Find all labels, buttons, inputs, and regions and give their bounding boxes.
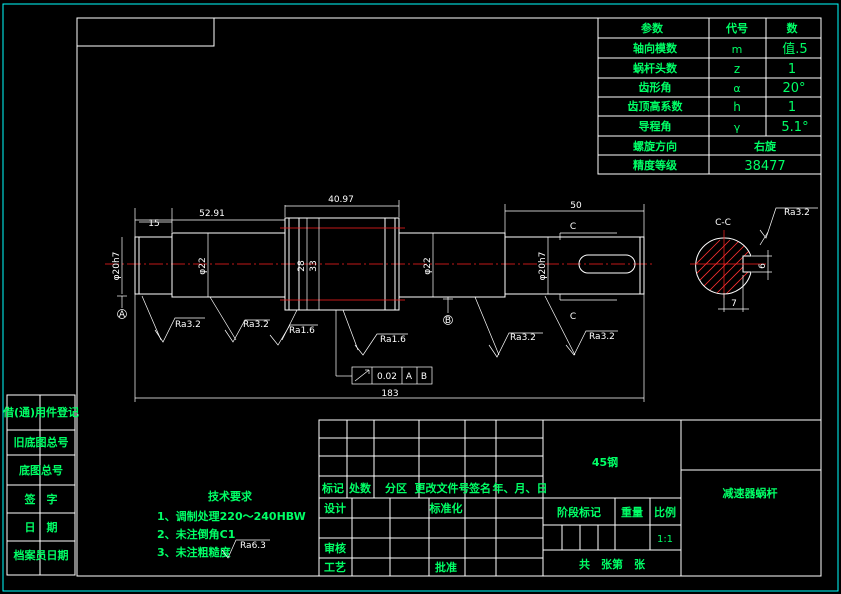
title-part-name: 减速器蜗杆 (723, 486, 778, 500)
param-header-value: 数 (787, 21, 799, 35)
param-row-2-name: 蜗杆头数 (633, 61, 678, 75)
section-label: C-C (715, 218, 731, 228)
section-dim-key-width: 7 (731, 299, 737, 309)
param-direction-label: 螺旋方向 (633, 139, 677, 153)
param-row-2-symbol: z (734, 62, 740, 76)
title-approve: 批准 (435, 560, 457, 574)
param-row-4-symbol: h (733, 100, 741, 114)
tech-roughness: Ra6.3 (240, 541, 266, 551)
datum-a-marker (117, 295, 127, 319)
datum-b-label: B (445, 316, 451, 326)
roughness-r4: Ra1.6 (380, 335, 406, 345)
tech-item-3: 3、未注粗糙度 (157, 545, 232, 559)
dim-50: 50 (570, 201, 582, 211)
title-row-sign: 签名 (468, 481, 491, 495)
section-dims (718, 250, 772, 312)
dim-dia20h7-right: φ20h7 (538, 252, 548, 281)
dim-28: 28 (297, 260, 307, 272)
title-row-change: 更改文件号 (415, 481, 470, 495)
dim-dia20h7-left: φ20h7 (112, 252, 122, 281)
left-strip-date: 日 期 (25, 520, 58, 534)
title-block (318, 419, 822, 577)
roughness-section: Ra3.2 (784, 208, 810, 218)
section-cut-lines (559, 232, 617, 301)
dim-15: 15 (148, 219, 159, 229)
roughness-r5: Ra3.2 (510, 333, 536, 343)
param-row-5-name: 导程角 (639, 119, 672, 133)
dim-40-97: 40.97 (328, 195, 354, 205)
tolerance-frame (335, 310, 433, 385)
param-header-symbol: 代号 (725, 21, 748, 35)
dim-183: 183 (381, 389, 398, 399)
section-dim-key-depth: 6 (758, 263, 768, 269)
title-row-zone: 分区 (385, 481, 407, 495)
param-direction-value: 右旋 (753, 139, 777, 153)
left-strip-sign: 签 字 (24, 492, 58, 506)
param-table (597, 17, 822, 175)
param-accuracy-label: 精度等级 (633, 158, 678, 172)
outer-frame (2, 3, 839, 592)
title-material: 45钢 (592, 455, 618, 469)
param-row-2-value: 1 (788, 62, 796, 77)
param-row-3-symbol: α (733, 82, 740, 95)
dim-52-91: 52.91 (199, 209, 225, 219)
title-sheets: 共 张第 张 (579, 557, 646, 571)
dim-dia22-right: φ22 (423, 257, 433, 274)
tech-item-2: 2、未注倒角C1 (157, 527, 235, 541)
tolerance-datum-a: A (406, 372, 413, 382)
param-header-param: 参数 (641, 21, 664, 35)
tech-roughness-symbol (221, 539, 270, 559)
roughness-r3: Ra1.6 (289, 326, 315, 336)
section-outline (695, 237, 752, 295)
param-row-1-symbol: m (732, 43, 743, 56)
title-standardize: 标准化 (429, 501, 463, 515)
dimension-lines (121, 200, 645, 402)
title-row-mark: 标记 (321, 481, 344, 495)
roughness-r1: Ra3.2 (175, 320, 201, 330)
title-scale-label: 比例 (654, 505, 676, 519)
dim-dia22-left: φ22 (198, 257, 208, 274)
title-stage-mark: 阶段标记 (557, 505, 601, 519)
left-strip-archivist: 档案员日期 (14, 548, 69, 562)
roughness-r2: Ra3.2 (243, 320, 269, 330)
roughness-r6: Ra3.2 (589, 332, 615, 342)
worm-shaft (134, 217, 645, 311)
left-strip-reg: 借(通)用件登记 (2, 405, 79, 419)
section-cut-bottom: C (570, 312, 576, 322)
code-box (76, 17, 215, 47)
param-accuracy-value: 38477 (744, 159, 785, 174)
param-row-4-name: 齿顶高系数 (628, 99, 684, 113)
param-row-3-value: 20° (782, 81, 805, 96)
title-scale: 1:1 (657, 534, 673, 545)
datum-b-marker (443, 297, 453, 325)
tech-item-1: 1、调制处理220～240HBW (157, 509, 306, 523)
tolerance-datum-b: B (421, 372, 427, 382)
left-strip (6, 394, 76, 576)
title-row-count: 处数 (348, 481, 372, 495)
roughness-leaders (141, 207, 818, 358)
title-process: 工艺 (324, 560, 346, 574)
param-row-4-value: 1 (788, 100, 796, 115)
param-row-5-value: 5.1° (781, 120, 808, 135)
title-row-date: 年、月、日 (493, 481, 548, 495)
param-row-1-name: 轴向模数 (633, 41, 678, 55)
tolerance-value: 0.02 (377, 372, 397, 382)
title-weight: 重量 (621, 505, 643, 519)
left-strip-old-no: 旧底图总号 (14, 435, 69, 449)
param-row-5-symbol: γ (734, 121, 741, 134)
param-row-1-value: 值.5 (782, 41, 807, 57)
param-row-3-name: 齿形角 (639, 80, 672, 94)
title-review: 审核 (324, 541, 346, 555)
dim-33: 33 (309, 260, 319, 271)
left-strip-base-no: 底图总号 (19, 463, 63, 477)
datum-a-label: A (119, 310, 126, 320)
title-design: 设计 (324, 501, 346, 515)
section-cut-top: C (570, 222, 576, 232)
tech-title: 技术要求 (208, 489, 253, 503)
pitch-lines (280, 227, 405, 301)
